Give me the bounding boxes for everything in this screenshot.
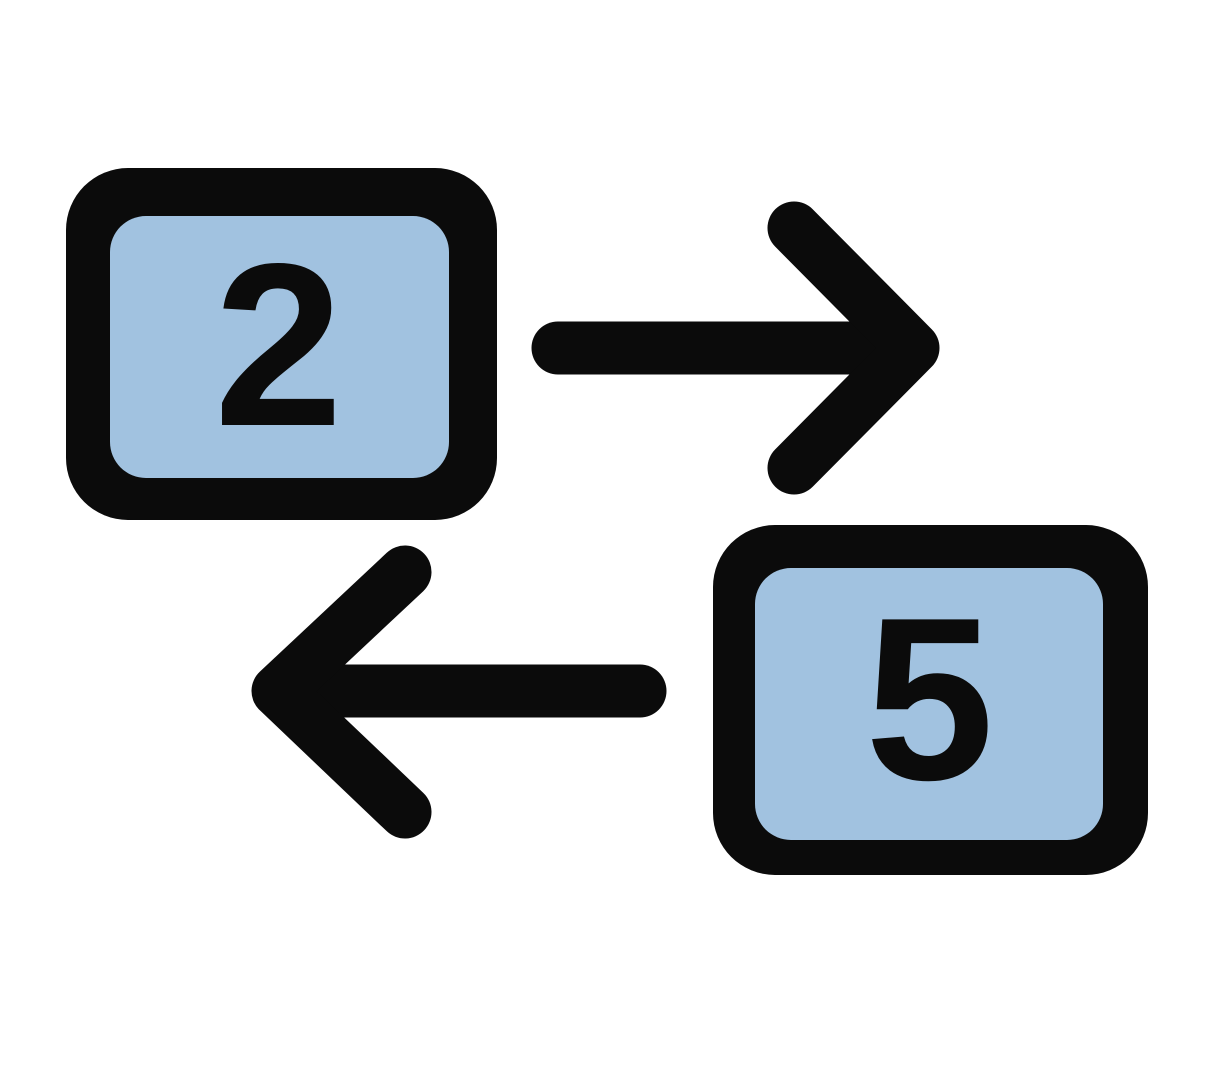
node-5-fill: [755, 568, 1103, 840]
arrow-right-icon[interactable]: [530, 190, 950, 510]
node-5[interactable]: 5: [713, 525, 1148, 875]
node-2[interactable]: 2: [66, 168, 497, 520]
arrow-right-head: [767, 201, 940, 495]
node-2-fill: [110, 216, 449, 478]
arrow-left-head: [251, 545, 432, 839]
arrow-left-icon[interactable]: [250, 545, 670, 850]
node-5-label: 5: [864, 570, 994, 829]
node-2-label: 2: [213, 216, 343, 475]
